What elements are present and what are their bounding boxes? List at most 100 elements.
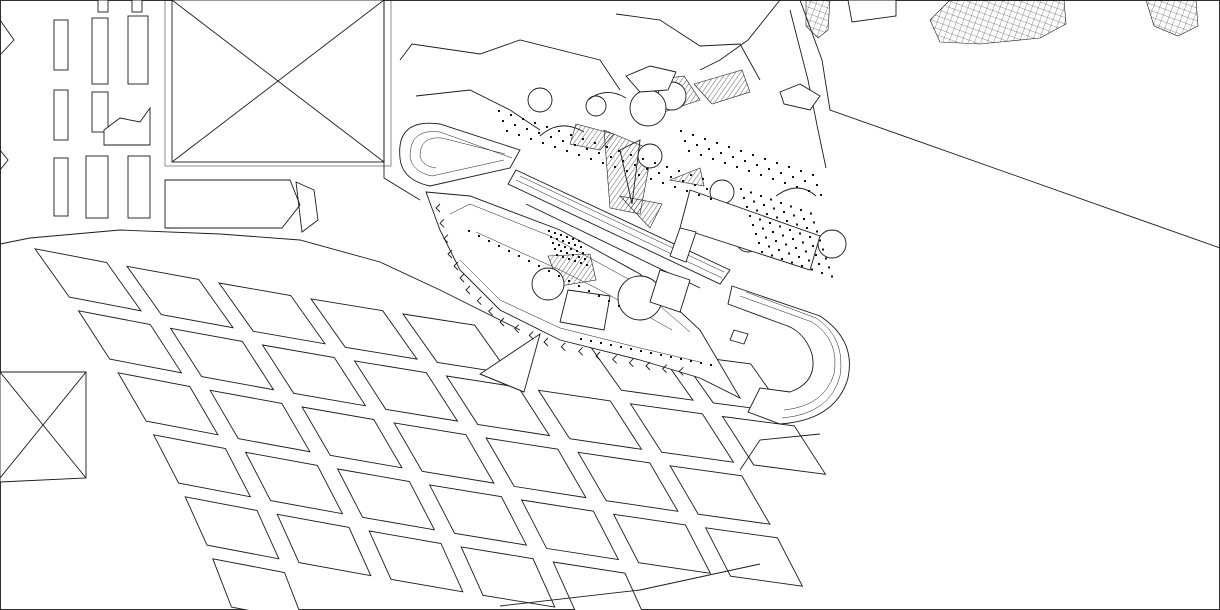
column-dot: [468, 230, 470, 232]
column-dot: [819, 239, 821, 242]
column-dot: [622, 160, 624, 162]
column-dot: [766, 213, 768, 215]
column-dot: [680, 130, 682, 132]
column-dot: [498, 110, 500, 112]
column-dot: [760, 174, 762, 176]
column-dot: [568, 242, 570, 244]
column-dot: [618, 305, 620, 307]
column-dot: [728, 146, 730, 148]
square-block-bottom: [0, 371, 87, 483]
column-dot: [760, 195, 762, 197]
column-dot: [578, 240, 580, 242]
column-dot: [796, 186, 798, 188]
column-dot: [574, 144, 576, 146]
city-block: [217, 282, 327, 345]
column-dot: [803, 218, 805, 220]
column-dot: [498, 245, 500, 247]
column-dot: [550, 136, 552, 138]
column-dot: [546, 126, 548, 128]
column-dot: [710, 198, 712, 200]
rock-formations: [805, 0, 1199, 45]
column-dot: [763, 204, 765, 206]
column-dot: [662, 182, 664, 184]
column-dot: [752, 154, 754, 156]
column-dot: [620, 346, 622, 348]
city-block: [353, 360, 459, 422]
road-edge-main: [0, 229, 521, 331]
column-dot: [690, 174, 692, 176]
column-dot: [816, 184, 818, 186]
column-dot: [799, 232, 801, 235]
column-dot: [570, 134, 572, 136]
column-dot: [574, 244, 576, 246]
column-dot: [682, 180, 684, 182]
city-block: [428, 484, 528, 546]
column-dot: [805, 250, 807, 253]
city-block: [212, 558, 300, 610]
column-dot: [821, 272, 823, 274]
column-dot: [772, 231, 774, 233]
column-dot: [658, 172, 660, 174]
column-dot: [775, 240, 777, 242]
column-dot: [806, 227, 808, 229]
column-dot: [556, 254, 558, 256]
column-dot: [560, 234, 562, 236]
column-dot: [792, 176, 794, 178]
column-dot: [514, 124, 516, 126]
column-dot: [776, 216, 778, 219]
column-dot: [748, 170, 750, 172]
city-block: [612, 513, 712, 574]
square-block-top: [164, 0, 392, 167]
city-block: [169, 327, 275, 391]
column-dot: [798, 256, 800, 258]
city-block: [301, 406, 403, 469]
column-dot: [554, 248, 556, 250]
column-dot: [749, 215, 751, 217]
column-dot: [792, 238, 794, 240]
column-dot: [562, 256, 564, 258]
city-block: [33, 248, 143, 312]
column-dot: [590, 158, 592, 160]
column-dot: [548, 270, 550, 272]
column-dot: [582, 252, 584, 254]
column-dot: [822, 248, 824, 251]
column-dot: [761, 251, 763, 253]
column-dot: [554, 232, 556, 234]
city-block: [721, 415, 827, 475]
column-dot: [813, 221, 815, 224]
city-block: [184, 496, 280, 560]
column-dot: [566, 252, 568, 254]
column-dot: [650, 178, 652, 180]
column-dot: [785, 243, 787, 246]
column-dot: [560, 250, 562, 252]
column-dot: [791, 261, 793, 264]
column-dot: [558, 130, 560, 132]
column-dot: [740, 150, 742, 152]
column-dot: [801, 265, 803, 267]
column-dot: [598, 152, 600, 154]
city-block: [669, 465, 771, 525]
column-dot: [740, 188, 742, 190]
column-dot: [558, 244, 560, 246]
column-dot: [793, 214, 795, 217]
column-dot: [700, 362, 702, 364]
column-dot: [552, 242, 554, 244]
coast-edge-top: [699, 0, 781, 71]
column-dot: [610, 156, 612, 158]
column-dot: [564, 246, 566, 248]
column-dot: [554, 146, 556, 148]
column-dot: [780, 202, 782, 204]
column-dot: [744, 160, 746, 162]
column-dot: [686, 190, 688, 192]
column-dot: [588, 290, 590, 292]
column-dot: [582, 138, 584, 140]
column-dot: [696, 144, 698, 146]
column-dot: [508, 250, 510, 252]
column-dot: [736, 166, 738, 168]
column-dot: [831, 275, 833, 278]
column-dot: [488, 240, 490, 242]
city-block: [244, 451, 344, 515]
column-dot: [724, 162, 726, 164]
city-block: [310, 298, 418, 360]
column-dot: [654, 162, 656, 164]
